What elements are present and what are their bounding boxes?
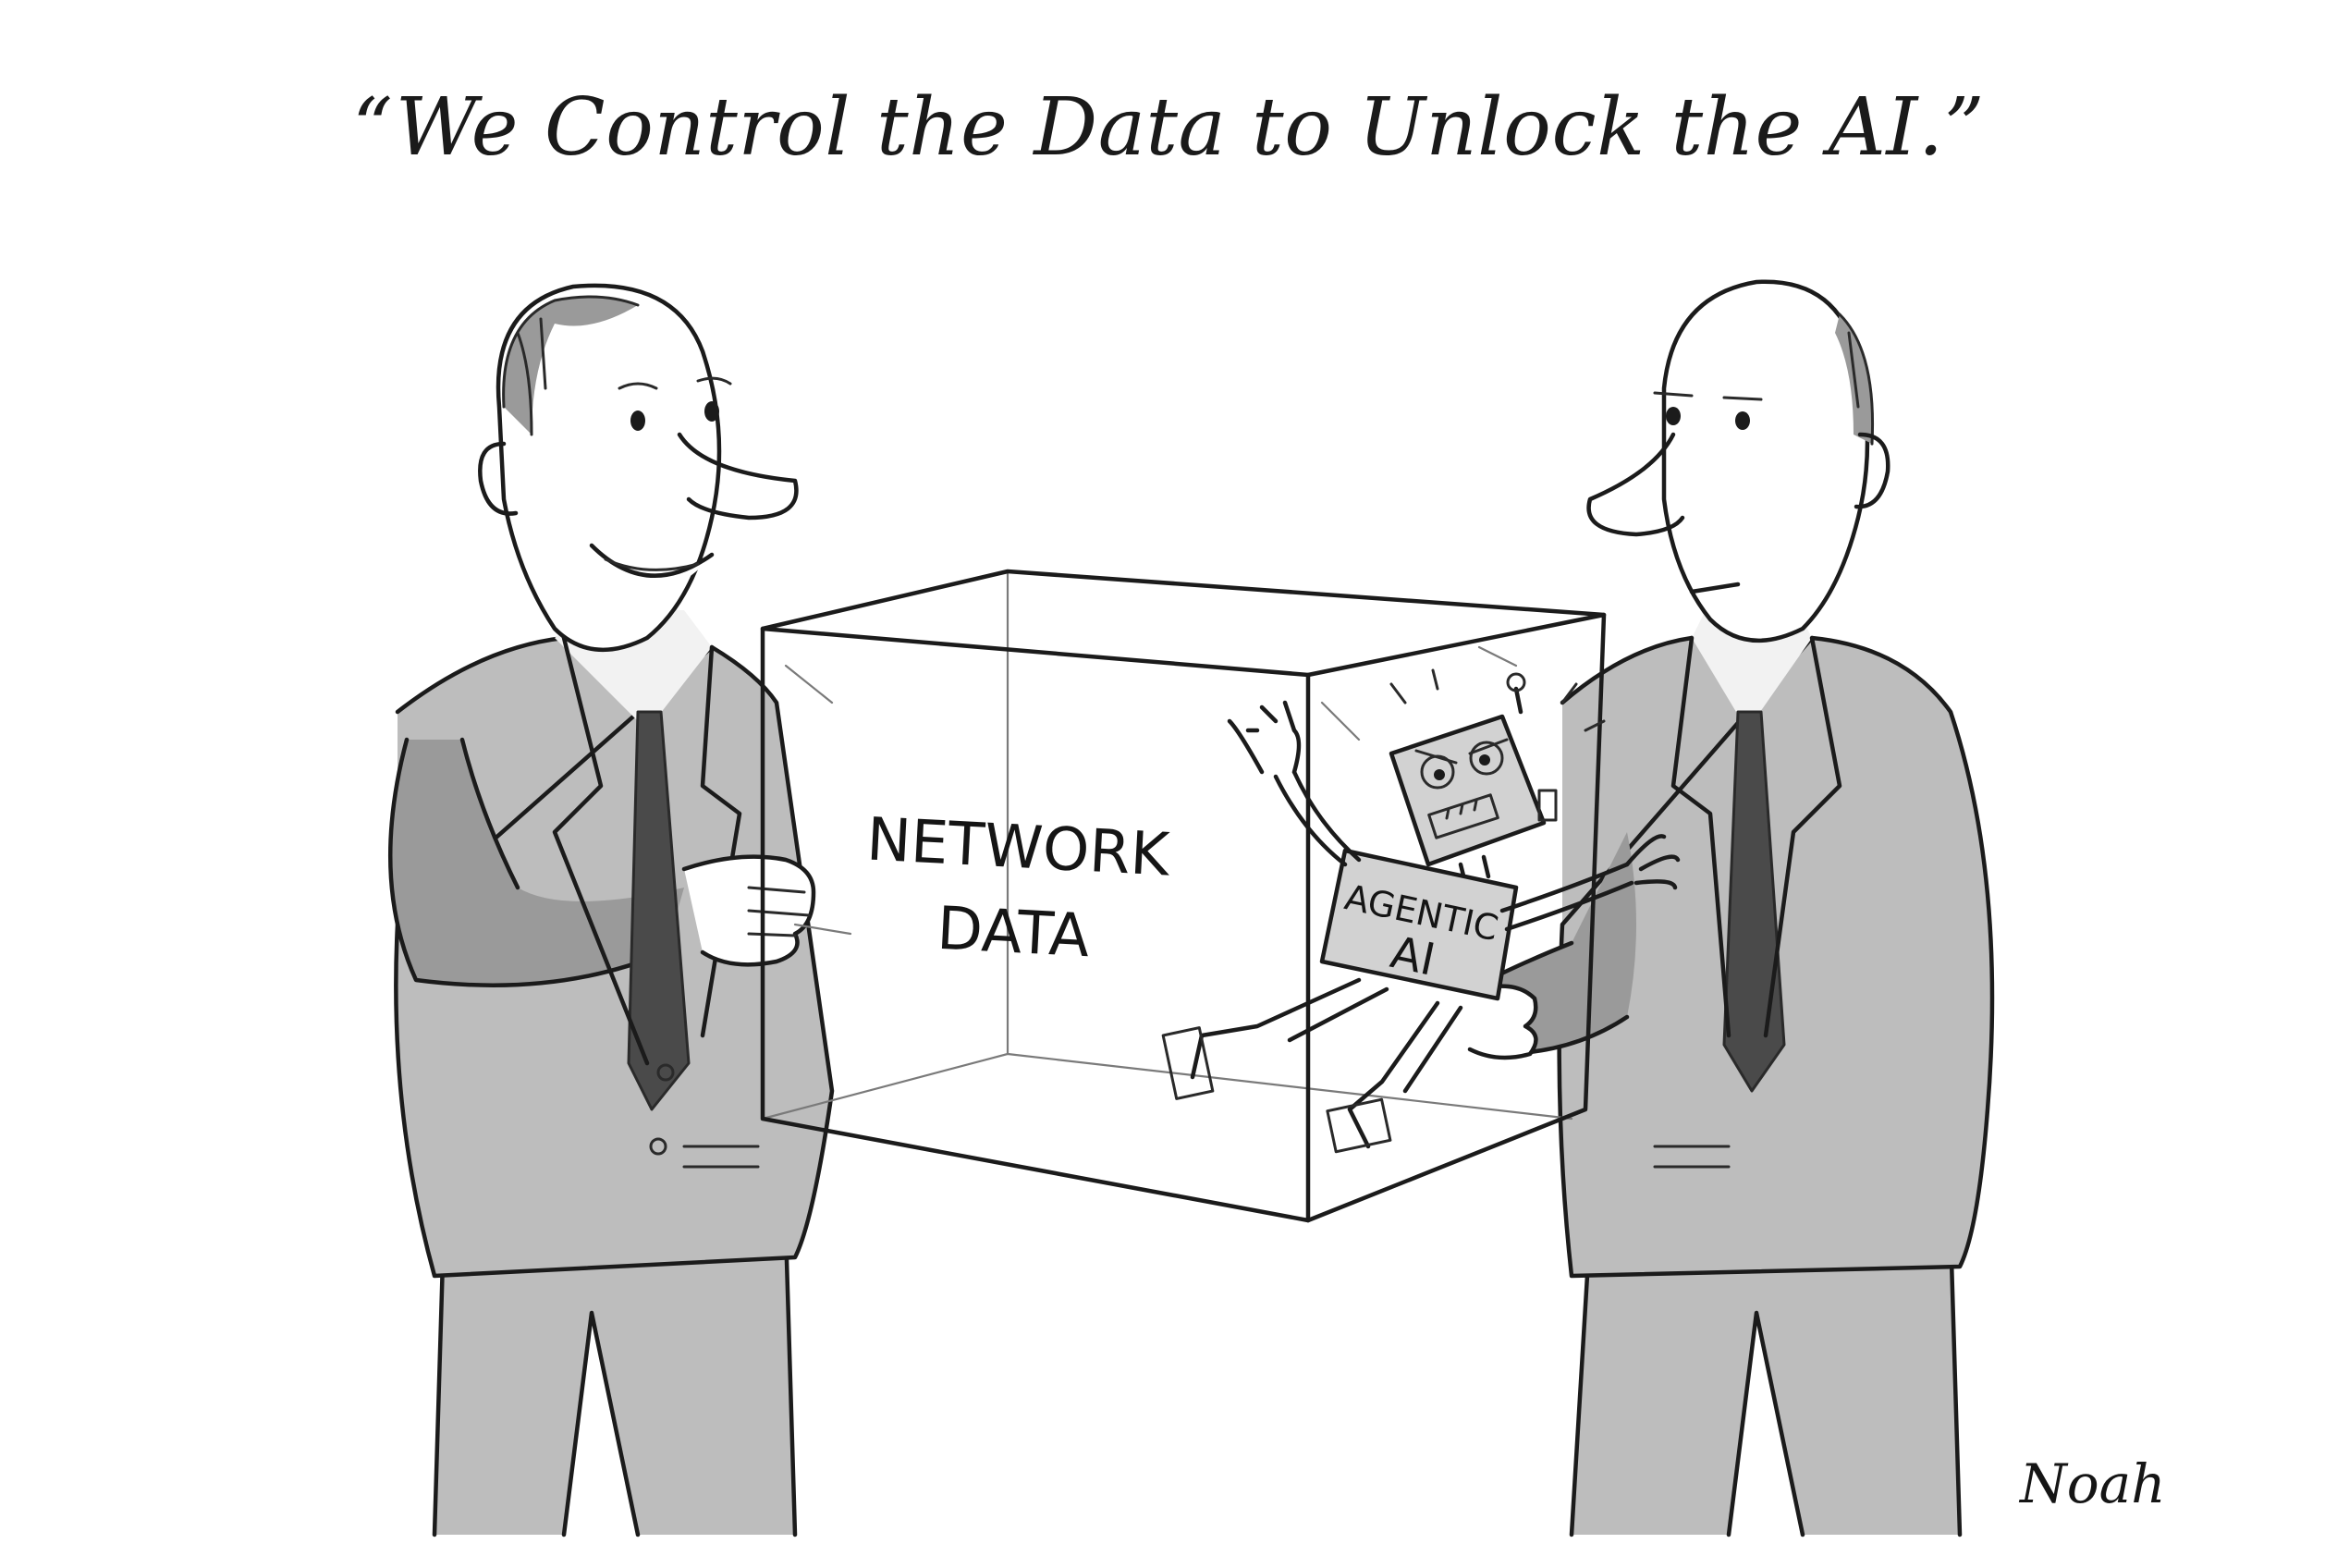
- robot: [1161, 668, 1681, 1154]
- box-label-line2: DATA: [936, 895, 1092, 972]
- artist-signature: Noah: [2018, 1452, 2166, 1515]
- box-label-line1: NETWORK: [865, 806, 1173, 890]
- left-businessman: [388, 283, 835, 1537]
- cartoon-caption: “We Control the Data to Unlock the AI.”: [351, 81, 1986, 174]
- right-businessman: [1466, 279, 1995, 1537]
- robot-label-line2: AI: [1387, 926, 1440, 986]
- glass-box: [760, 569, 1607, 1223]
